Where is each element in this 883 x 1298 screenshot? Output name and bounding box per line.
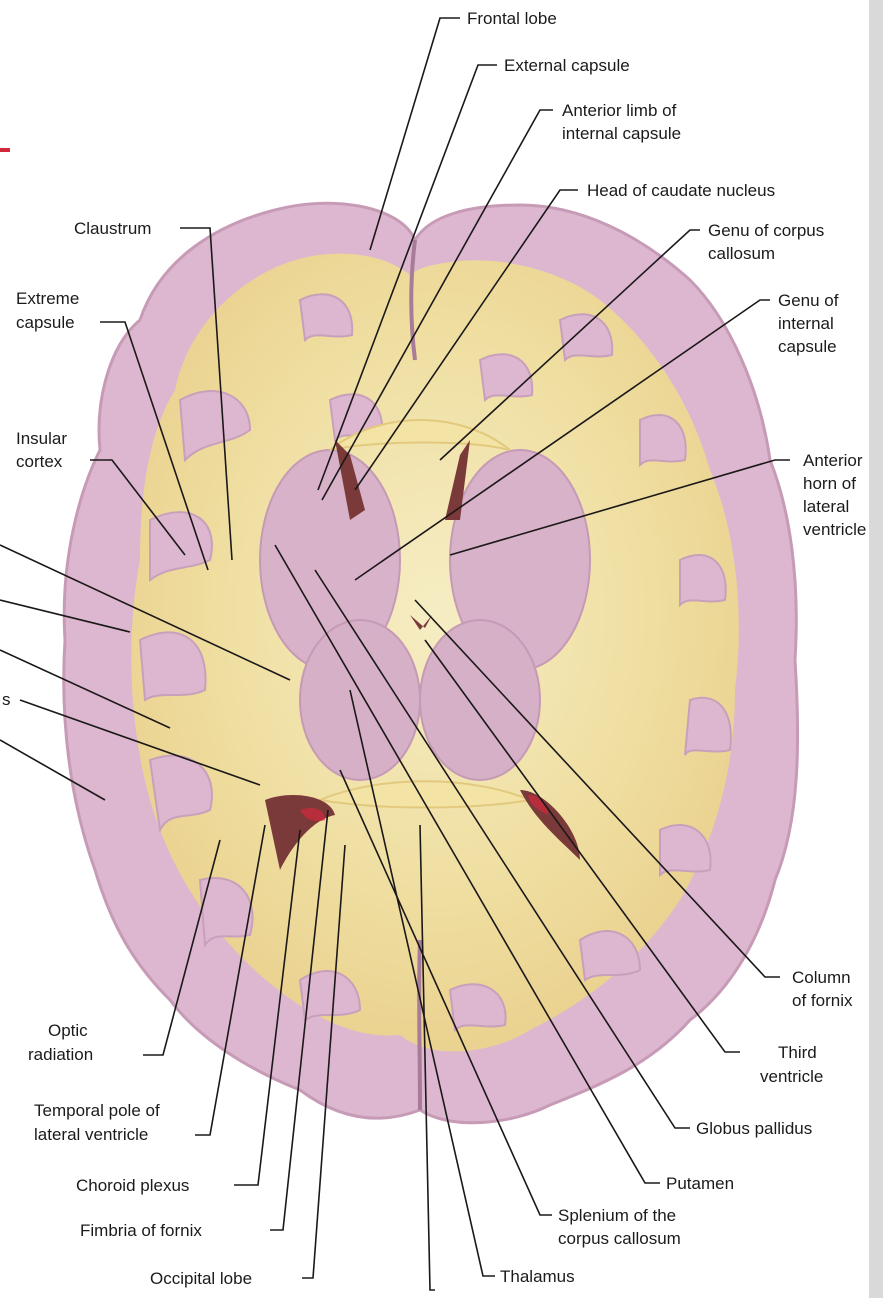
label-fimbria: Fimbria of fornix [80,1221,202,1240]
label-optic-radiation-2: radiation [28,1045,93,1064]
label-head-caudate: Head of caudate nucleus [587,181,775,200]
label-ant-horn-1: Anterior [803,451,863,470]
label-optic-radiation-1: Optic [48,1021,88,1040]
label-genu-cc-2: callosum [708,244,775,263]
label-genu-cc-1: Genu of corpus [708,221,824,240]
label-ant-horn-4: ventricle [803,520,866,539]
label-partial-s: s [2,690,11,709]
label-extreme-capsule-1: Extreme [16,289,79,308]
label-third-ventricle-2: ventricle [760,1067,823,1086]
label-claustrum: Claustrum [74,219,151,238]
label-insular-cortex-1: Insular [16,429,67,448]
label-ant-horn-2: horn of [803,474,856,493]
label-frontal-lobe: Frontal lobe [467,9,557,28]
label-putamen: Putamen [666,1174,734,1193]
label-anterior-limb-1: Anterior limb of [562,101,677,120]
brain-slice [64,203,798,1122]
left-thalamus [300,620,420,780]
right-thalamus [420,620,540,780]
label-column-fornix-2: of fornix [792,991,853,1010]
label-choroid-plexus: Choroid plexus [76,1176,189,1195]
label-ant-horn-3: lateral [803,497,849,516]
label-splenium-2: corpus callosum [558,1229,681,1248]
label-occipital-lobe: Occipital lobe [150,1269,252,1288]
label-anterior-limb-2: internal capsule [562,124,681,143]
label-temporal-pole-1: Temporal pole of [34,1101,160,1120]
label-column-fornix-1: Column [792,968,851,987]
label-genu-ic-1: Genu of [778,291,839,310]
label-third-ventricle-1: Third [778,1043,817,1062]
label-temporal-pole-2: lateral ventricle [34,1125,148,1144]
label-extreme-capsule-2: capsule [16,313,75,332]
label-globus-pallidus: Globus pallidus [696,1119,812,1138]
label-genu-ic-3: capsule [778,337,837,356]
label-thalamus: Thalamus [500,1267,575,1286]
label-splenium-1: Splenium of the [558,1206,676,1225]
right-edge-strip [869,0,883,1298]
posterior-fissure [419,940,420,1110]
label-insular-cortex-2: cortex [16,452,63,471]
label-external-capsule: External capsule [504,56,630,75]
label-genu-ic-2: internal [778,314,834,333]
